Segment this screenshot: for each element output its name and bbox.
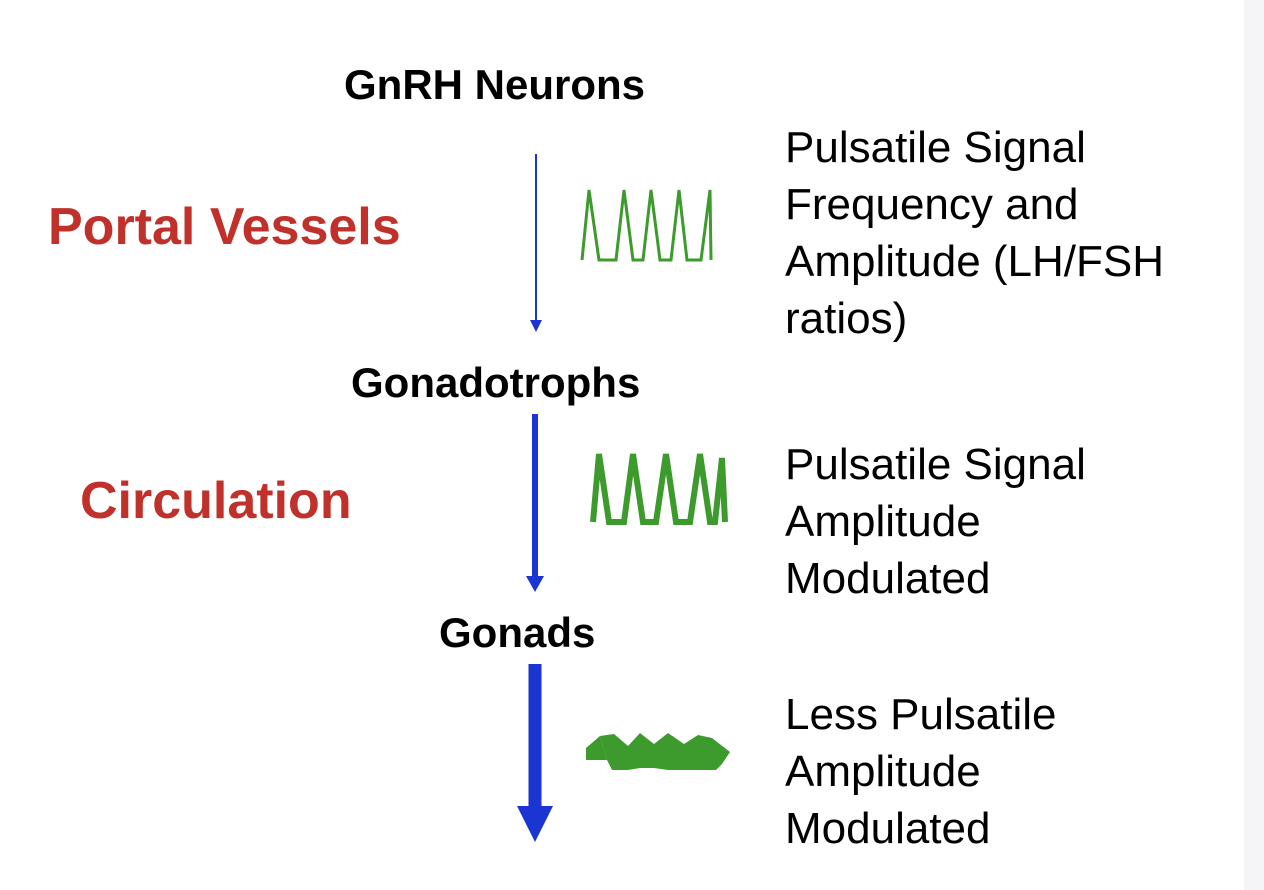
portal-vessels-label: Portal Vessels	[48, 198, 401, 256]
description-pulsatile-frequency: Pulsatile Signal Frequency and Amplitude…	[785, 119, 1164, 347]
damped-pulse-waveform-icon	[586, 733, 730, 770]
right-edge-strip	[1244, 0, 1264, 890]
portal-vessels-arrow	[530, 154, 542, 332]
desc-line: Pulsatile Signal	[785, 440, 1086, 489]
desc-line: Modulated	[785, 804, 991, 853]
circulation-arrow	[526, 414, 544, 592]
gonads-output-arrow	[517, 664, 553, 842]
desc-line: Amplitude (LH/FSH	[785, 237, 1165, 286]
desc-line: Less Pulsatile	[785, 690, 1057, 739]
desc-line: Amplitude	[785, 497, 981, 546]
gonads-label: Gonads	[439, 609, 596, 656]
description-pulsatile-amplitude: Pulsatile Signal Amplitude Modulated	[785, 436, 1086, 607]
pulse-waveform-icon	[590, 453, 728, 525]
gonadotrophs-label: Gonadotrophs	[351, 359, 641, 406]
desc-line: Pulsatile Signal	[785, 123, 1086, 172]
desc-line: ratios)	[785, 294, 908, 343]
desc-line: Amplitude	[785, 747, 981, 796]
desc-line: Modulated	[785, 554, 991, 603]
pulse-waveform-icon	[580, 189, 713, 262]
circulation-label: Circulation	[80, 472, 352, 530]
desc-line: Frequency and	[785, 180, 1079, 229]
description-less-pulsatile: Less Pulsatile Amplitude Modulated	[785, 686, 1056, 857]
gnrh-neurons-label: GnRH Neurons	[344, 61, 646, 108]
